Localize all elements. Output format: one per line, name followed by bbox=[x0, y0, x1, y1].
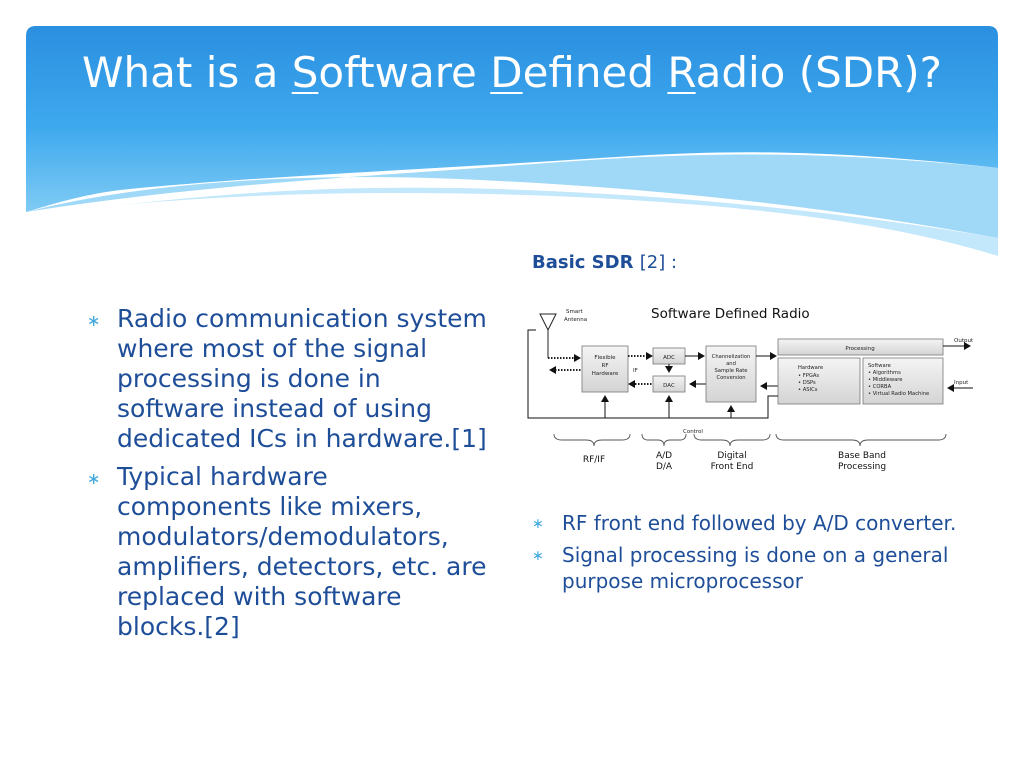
if-label: IF bbox=[633, 368, 638, 374]
section-label-ad-da: D/A bbox=[656, 462, 673, 472]
header-banner: What is a Software Defined Radio (SDR)? bbox=[0, 0, 1024, 270]
bullet-item: ∗ RF front end followed by A/D converter. bbox=[532, 510, 982, 536]
processing-label: Processing bbox=[845, 346, 874, 352]
title-part: oftware bbox=[318, 48, 491, 97]
control-label: Control bbox=[683, 429, 703, 435]
caption-reference: [2] : bbox=[639, 252, 678, 273]
section-label-rf-if: RF/IF bbox=[583, 455, 605, 465]
right-bullet-list: ∗ RF front end followed by A/D converter.… bbox=[532, 510, 982, 600]
control-loop-line bbox=[527, 329, 778, 419]
slide-title: What is a Software Defined Radio (SDR)? bbox=[0, 48, 1024, 97]
antenna-label-line: Smart bbox=[566, 309, 583, 315]
antenna-label-line: Antenna bbox=[564, 317, 587, 323]
rf-block-label-line: Hardware bbox=[592, 371, 619, 377]
adc-label: ADC bbox=[663, 355, 675, 361]
bullet-text: Signal processing is done on a general p… bbox=[562, 543, 949, 593]
section-label-baseband: Processing bbox=[838, 462, 886, 472]
diagram-caption: Basic SDR [2] : bbox=[532, 252, 677, 273]
section-label-dfe: Front End bbox=[711, 462, 754, 472]
bullet-marker-icon: ∗ bbox=[87, 469, 101, 488]
bullet-item: ∗ Typical hardware components like mixers… bbox=[87, 462, 487, 642]
bullet-marker-icon: ∗ bbox=[87, 311, 101, 330]
section-label-ad-da: A/D bbox=[656, 451, 672, 461]
dac-block bbox=[652, 375, 686, 393]
channelization-block bbox=[705, 345, 757, 403]
channelization-label-line: and bbox=[726, 361, 736, 367]
software-item: • Virtual Radio Machine bbox=[868, 391, 929, 397]
bullet-text: Typical hardware components like mixers,… bbox=[117, 462, 487, 641]
bullet-text: RF front end followed by A/D converter. bbox=[562, 511, 957, 535]
software-block bbox=[862, 357, 944, 405]
rf-block-label-line: RF bbox=[602, 363, 609, 369]
input-label: Input bbox=[954, 380, 969, 386]
channelization-label-line: Channelization bbox=[712, 354, 751, 360]
antenna-icon bbox=[539, 313, 557, 358]
brace-digital-front-end bbox=[693, 433, 771, 447]
caption-text: Basic SDR bbox=[532, 252, 640, 273]
title-part: What is a bbox=[82, 48, 292, 97]
channelization-label-line: Sample Rate bbox=[715, 368, 748, 374]
brace-ad-da bbox=[641, 433, 687, 447]
sdr-block-diagram: Software Defined Radio Smart Antenna Fle… bbox=[527, 306, 974, 472]
header-wave-background bbox=[26, 26, 998, 256]
hardware-item: • DSPs bbox=[798, 380, 816, 386]
software-item: • Middleware bbox=[868, 377, 902, 383]
bullet-item: ∗ Radio communication system where most o… bbox=[87, 304, 487, 454]
section-label-dfe: Digital bbox=[717, 451, 746, 461]
software-item: • CORBA bbox=[868, 384, 892, 390]
rf-block-label-line: Flexible bbox=[594, 355, 616, 361]
dac-label: DAC bbox=[663, 383, 675, 389]
brace-rf-if bbox=[553, 433, 631, 447]
title-part: efined bbox=[522, 48, 668, 97]
section-label-baseband: Base Band bbox=[838, 451, 886, 461]
output-label: Output bbox=[954, 338, 974, 344]
title-initial-r: R bbox=[667, 48, 696, 97]
title-initial-d: D bbox=[490, 48, 523, 97]
channelization-label-line: Conversion bbox=[716, 375, 745, 381]
bullet-marker-icon: ∗ bbox=[532, 516, 544, 532]
diagram-title: Software Defined Radio bbox=[651, 306, 810, 322]
hardware-item: • ASICs bbox=[798, 387, 818, 393]
title-part: adio (SDR)? bbox=[695, 48, 942, 97]
bullet-text: Radio communication system where most of… bbox=[117, 304, 487, 453]
software-title: Software bbox=[868, 363, 891, 369]
left-bullet-list: ∗ Radio communication system where most o… bbox=[87, 304, 487, 650]
title-initial-s: S bbox=[291, 48, 319, 97]
brace-baseband bbox=[775, 433, 947, 447]
hardware-block bbox=[777, 357, 861, 405]
processing-header-block bbox=[777, 338, 944, 356]
bullet-item: ∗ Signal processing is done on a general … bbox=[532, 542, 982, 594]
software-item: • Algorithms bbox=[868, 370, 901, 376]
hardware-title: Hardware bbox=[798, 365, 823, 371]
rf-hardware-block bbox=[581, 345, 629, 393]
bullet-marker-icon: ∗ bbox=[532, 548, 544, 564]
hardware-item: • FPGAs bbox=[798, 373, 819, 379]
